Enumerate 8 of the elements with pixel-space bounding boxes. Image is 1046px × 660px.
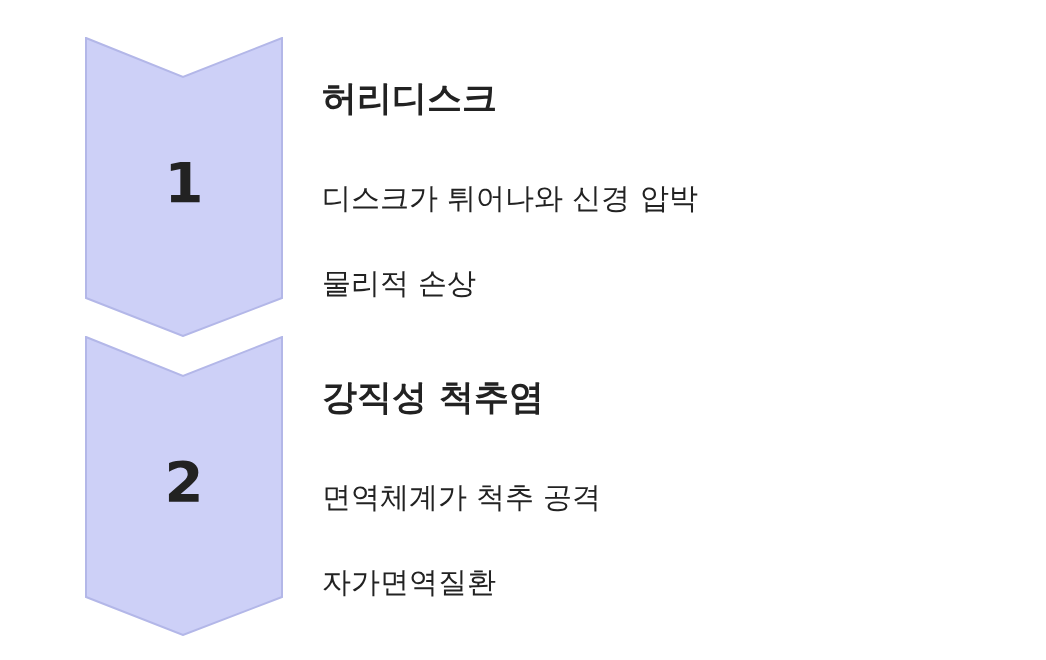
step-heading: 허리디스크 xyxy=(322,77,497,119)
step-description: 자가면역질환 xyxy=(322,564,496,600)
step-heading: 강직성 척추염 xyxy=(322,376,545,418)
step-description: 물리적 손상 xyxy=(322,265,477,301)
step-number: 2 xyxy=(163,452,205,512)
step-number: 1 xyxy=(163,153,205,213)
step-description: 면역체계가 척추 공격 xyxy=(322,479,602,515)
step-description: 디스크가 튀어나와 신경 압박 xyxy=(322,180,698,216)
